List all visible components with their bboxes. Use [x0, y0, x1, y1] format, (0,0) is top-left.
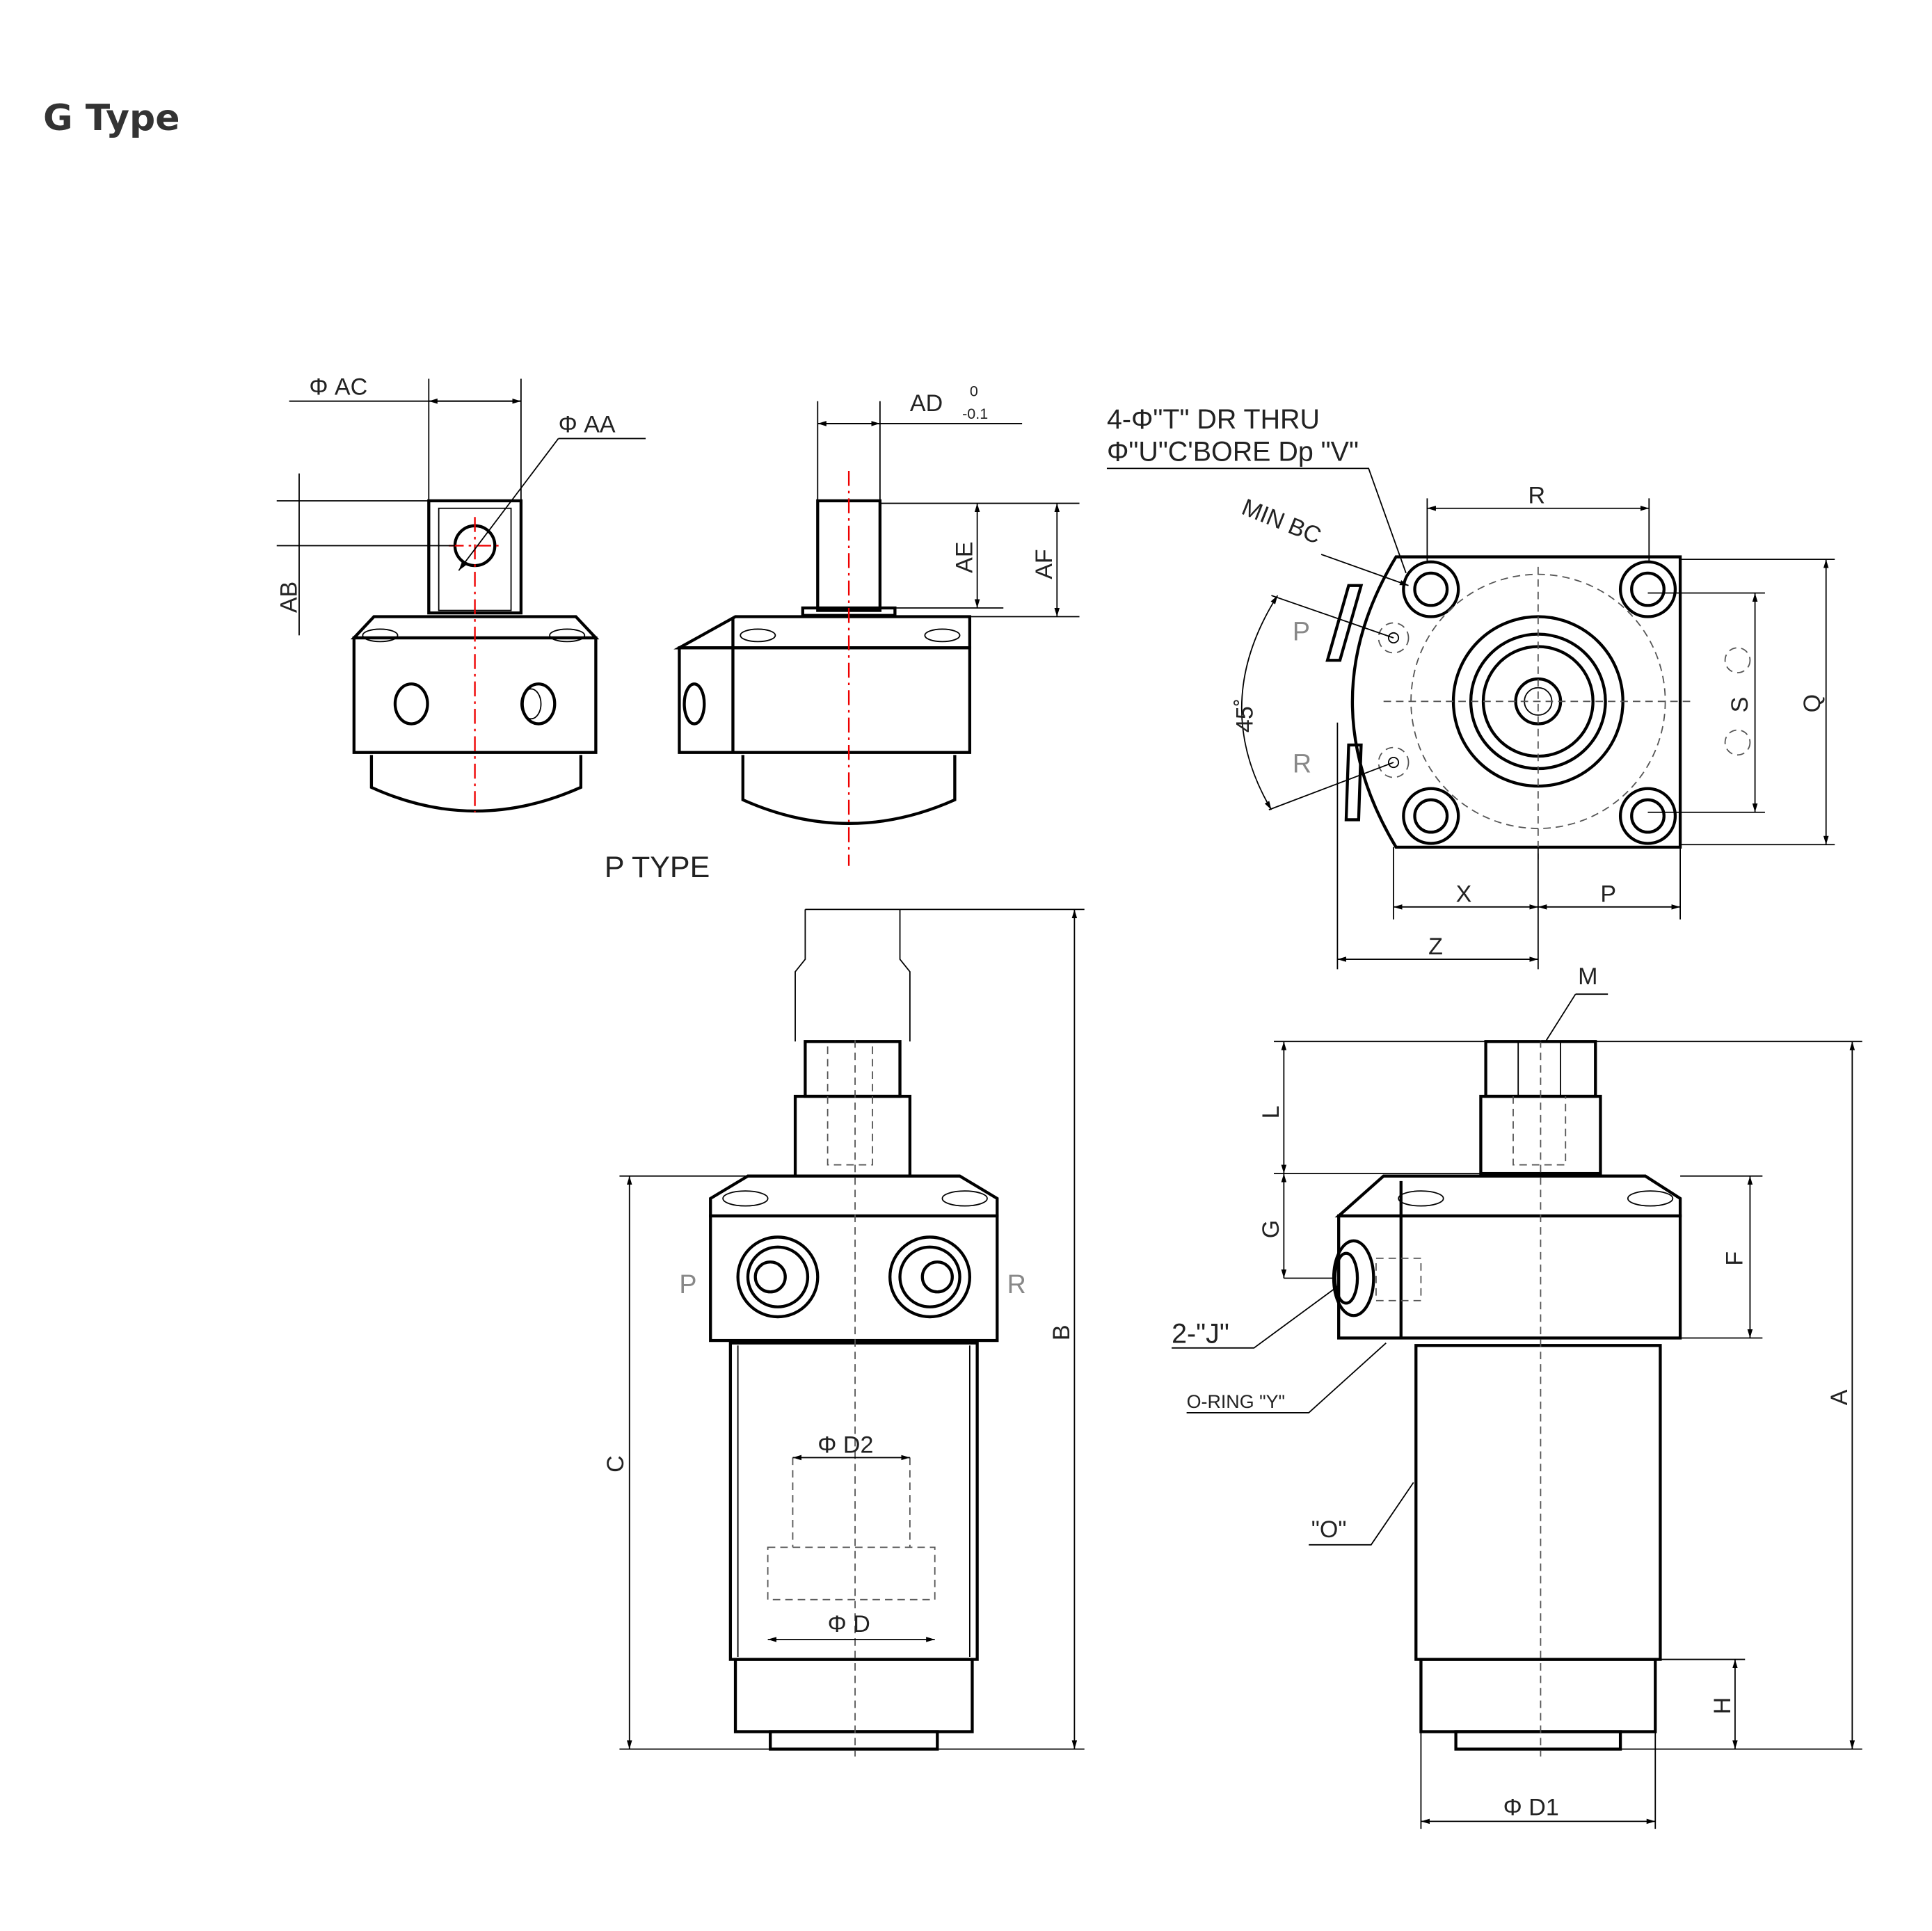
dim-c: C [602, 1455, 629, 1473]
dim-h: H [1709, 1697, 1736, 1715]
top-port-r: R [1293, 748, 1311, 778]
dim-ae: AE [951, 541, 977, 572]
dim-phi-aa: Φ AA [559, 411, 616, 438]
label-j: 2-"J" [1172, 1319, 1229, 1349]
top-note-line2: Φ"U"C'BORE Dp "V" [1107, 437, 1359, 467]
dim-l: L [1258, 1105, 1284, 1119]
front-port-p: P [679, 1269, 696, 1299]
mounting-holes [1402, 560, 1677, 845]
dim-r: R [1528, 483, 1546, 509]
front-view: P R Φ D2 Φ D B C [602, 908, 1085, 1757]
p-type-front-view: Φ AC Φ AA AB [276, 374, 646, 813]
label-o: "O" [1311, 1516, 1347, 1543]
top-note-line1: 4-Φ"T" DR THRU [1107, 404, 1320, 435]
dim-ad-tol-upper: 0 [970, 383, 978, 400]
dim-z: Z [1428, 934, 1443, 960]
front-port-r: R [1007, 1269, 1026, 1299]
dim-a: A [1826, 1389, 1853, 1405]
dim-min-bc: MIN BC [1238, 494, 1325, 550]
dim-phi-ac: Φ AC [309, 374, 367, 401]
dim-phi-d2: Φ D2 [817, 1432, 873, 1458]
label-oring: O-RING "Y" [1187, 1391, 1285, 1412]
dim-x: X [1456, 881, 1472, 908]
p-type-side-view: AD 0 -0.1 AE AF P TYPE [605, 383, 1080, 884]
dim-p: P [1600, 881, 1616, 908]
top-view: P R 4-Φ"T" DR THRU Φ"U"C'BORE Dp "V" MIN… [1107, 404, 1835, 970]
dim-phi-d: Φ D [828, 1611, 870, 1637]
dim-b: B [1048, 1324, 1075, 1340]
dim-m: M [1578, 963, 1597, 990]
dim-ad-tol-lower: -0.1 [962, 406, 988, 422]
dim-f: F [1722, 1251, 1748, 1266]
page-title: G Type [43, 97, 180, 139]
dim-af: AF [1031, 549, 1057, 579]
top-port-p: P [1293, 617, 1310, 646]
dim-angle: 45˚ [1232, 698, 1259, 732]
p-type-caption: P TYPE [605, 851, 710, 884]
dim-ad: AD [910, 390, 943, 417]
dim-g: G [1258, 1220, 1284, 1238]
dim-phi-d1: Φ D1 [1503, 1794, 1559, 1820]
dim-q: Q [1799, 694, 1826, 712]
dim-ab: AB [276, 582, 302, 613]
side-view: M L G F A H 2-"J" O-RING "Y" "O" Φ D1 [1172, 963, 1862, 1829]
dim-s: S [1727, 697, 1753, 713]
